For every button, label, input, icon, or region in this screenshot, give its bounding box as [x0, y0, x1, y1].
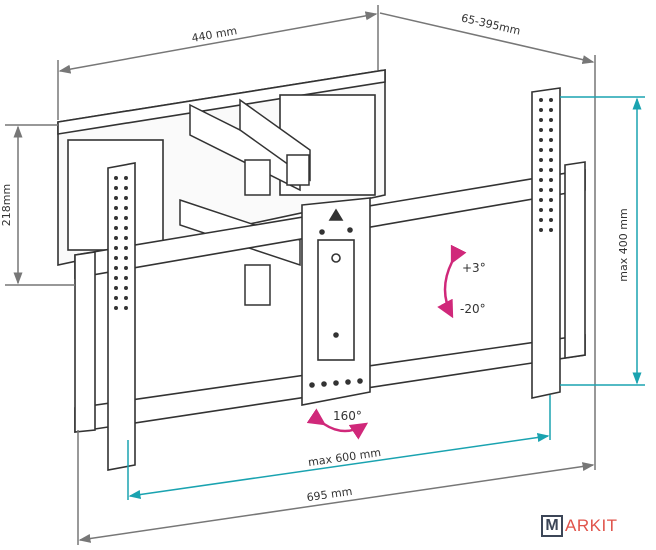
bracket-hole: [114, 236, 118, 240]
bracket-hole: [549, 178, 553, 182]
label-695: 695 mm: [306, 485, 353, 504]
bracket-hole: [549, 188, 553, 192]
bracket-hole: [539, 178, 543, 182]
bracket-hole: [549, 198, 553, 202]
bracket-hole: [114, 176, 118, 180]
wall-plate: [57, 69, 386, 266]
bracket-hole: [114, 216, 118, 220]
label-tilt-down: -20°: [460, 302, 486, 316]
bracket-hole: [539, 208, 543, 212]
dimension-max-600: [128, 433, 550, 499]
bracket-hole: [114, 286, 118, 290]
bracket-hole: [124, 226, 128, 230]
bracket-hole: [539, 158, 543, 162]
bracket-hole: [124, 256, 128, 260]
bracket-hole: [124, 176, 128, 180]
bracket-hole: [124, 266, 128, 270]
center-mounting-plate: [301, 197, 371, 406]
bracket-hole: [549, 128, 553, 132]
bracket-hole: [114, 256, 118, 260]
bracket-hole: [549, 118, 553, 122]
bracket-hole: [114, 186, 118, 190]
bracket-hole: [549, 208, 553, 212]
bracket-hole: [124, 216, 128, 220]
label-440: 440 mm: [191, 24, 238, 45]
label-max-400: max 400 mm: [617, 208, 630, 281]
bracket-hole: [124, 186, 128, 190]
label-tilt-up: +3°: [462, 261, 486, 275]
bracket-hole: [124, 246, 128, 250]
bracket-hole: [549, 168, 553, 172]
bracket-hole: [124, 196, 128, 200]
bracket-hole: [539, 108, 543, 112]
swivel-arrow: [306, 408, 369, 440]
label-218: 218mm: [0, 184, 13, 226]
bracket-hole: [124, 286, 128, 290]
left-vertical-bracket: [107, 162, 136, 471]
bracket-hole: [549, 228, 553, 232]
vesa-dimension-lines: [127, 96, 645, 500]
dimension-695: [78, 462, 595, 543]
bracket-hole: [549, 108, 553, 112]
bracket-hole: [124, 276, 128, 280]
bracket-hole: [114, 246, 118, 250]
bracket-hole: [539, 128, 543, 132]
bracket-hole: [124, 206, 128, 210]
label-swivel: 160°: [333, 409, 362, 423]
bracket-hole: [124, 236, 128, 240]
bracket-hole: [539, 98, 543, 102]
right-vertical-bracket: [531, 87, 561, 399]
bracket-hole: [539, 148, 543, 152]
bracket-hole: [114, 296, 118, 300]
bracket-hole: [549, 98, 553, 102]
bracket-hole: [114, 306, 118, 310]
bracket-hole: [114, 206, 118, 210]
bracket-hole: [124, 296, 128, 300]
bracket-hole: [114, 226, 118, 230]
bracket-hole: [539, 198, 543, 202]
bracket-hole: [114, 276, 118, 280]
dimension-440: [58, 11, 378, 74]
bracket-hole: [114, 266, 118, 270]
tilt-arrow: [437, 244, 467, 319]
bracket-hole: [539, 138, 543, 142]
bracket-hole: [539, 188, 543, 192]
bracket-hole: [539, 118, 543, 122]
bracket-hole: [114, 196, 118, 200]
bracket-hole: [549, 218, 553, 222]
bracket-hole: [549, 138, 553, 142]
bracket-hole: [549, 148, 553, 152]
bracket-hole: [124, 306, 128, 310]
dimension-extension: [379, 12, 595, 65]
bracket-hole: [539, 218, 543, 222]
bracket-hole: [549, 158, 553, 162]
bracket-hole: [539, 168, 543, 172]
bracket-hole: [539, 228, 543, 232]
